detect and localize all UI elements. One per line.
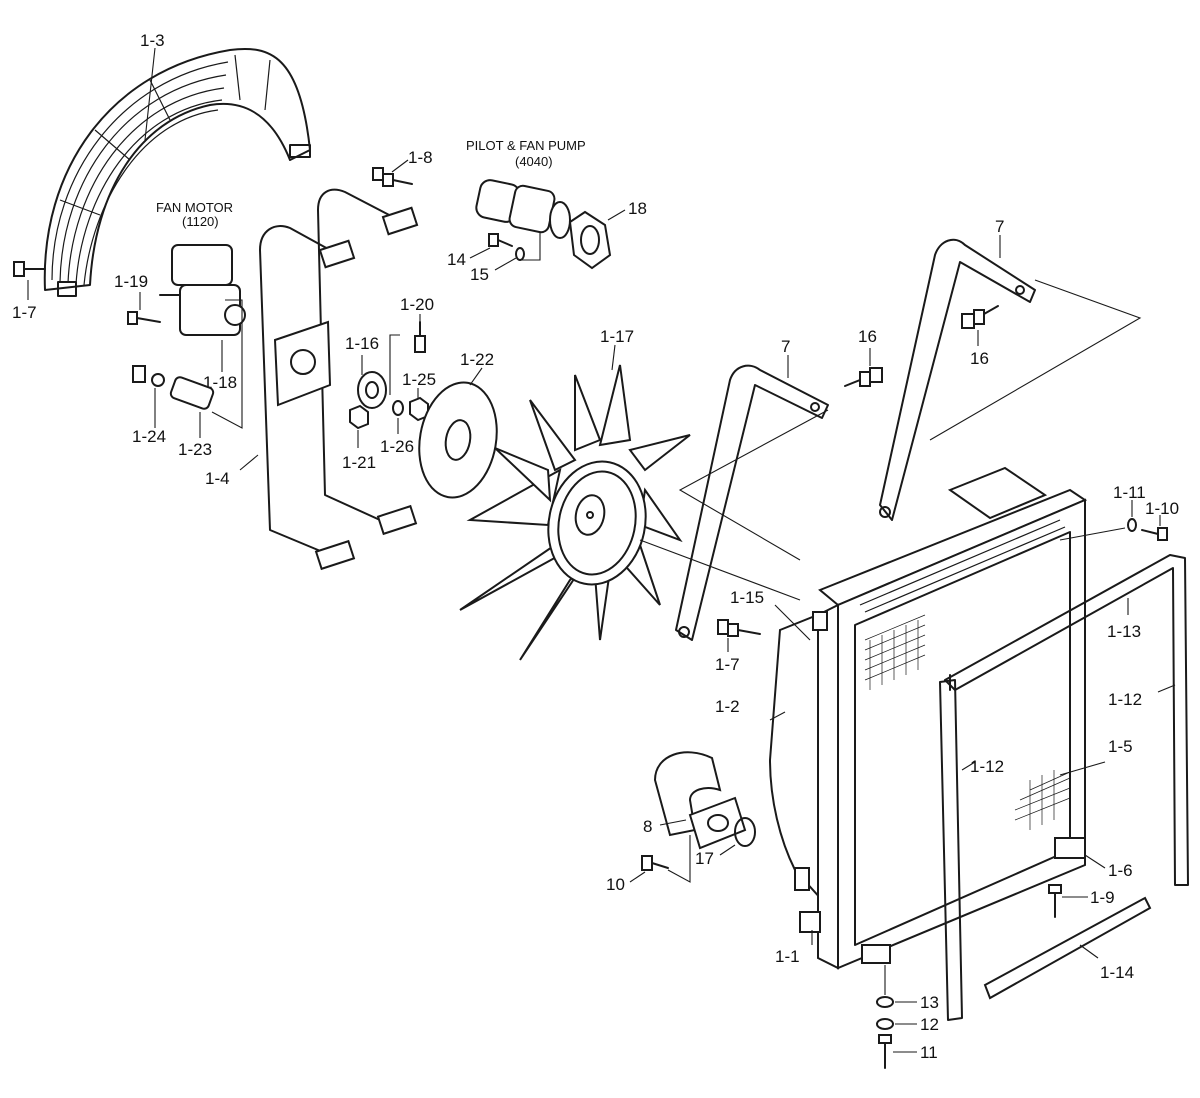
label-1-19: 1-19 [114, 272, 148, 291]
pipe-8 [653, 751, 747, 850]
label-1-1: 1-1 [775, 947, 800, 966]
bolt-1-8 [372, 167, 413, 187]
fitting-1-23 [169, 376, 215, 410]
label-14: 14 [447, 250, 466, 269]
label-1-25: 1-25 [402, 370, 436, 389]
label-1-6: 1-6 [1108, 861, 1133, 880]
label-7-lower: 7 [781, 337, 790, 356]
washer-1-11 [1127, 518, 1137, 532]
bolt-1-20 [414, 321, 426, 353]
motor-bracket-1-4 [259, 188, 419, 571]
label-16-upper: 16 [970, 349, 989, 368]
label-1-18-left: 1-18 [203, 373, 237, 392]
label-1-7-left: 1-7 [12, 303, 37, 322]
label-1-10: 1-10 [1145, 499, 1179, 518]
label-12: 12 [920, 1015, 939, 1034]
label-1-4: 1-4 [205, 469, 230, 488]
flange-plate-1-22 [418, 381, 498, 499]
screen-frame-right-1-12 [944, 554, 1189, 886]
pump-title: PILOT & FAN PUMP [466, 138, 586, 153]
pilot-fan-pump [475, 179, 571, 239]
fitting-1-24 [132, 365, 165, 387]
label-1-5: 1-5 [1108, 737, 1133, 756]
screen-frame-left-1-12 [939, 679, 963, 1021]
label-1-26: 1-26 [380, 437, 414, 456]
radiator-mesh-lower [1014, 770, 1071, 830]
label-15: 15 [470, 265, 489, 284]
stay-7-lower [675, 364, 829, 641]
label-10: 10 [606, 875, 625, 894]
bolt-14 [488, 233, 513, 247]
label-1-15: 1-15 [730, 588, 764, 607]
label-1-23: 1-23 [178, 440, 212, 459]
label-1-7-right: 1-7 [715, 655, 740, 674]
label-1-16: 1-16 [345, 334, 379, 353]
bolt-16-lower [844, 367, 883, 387]
label-1-9: 1-9 [1090, 888, 1115, 907]
stay-7-upper [879, 238, 1036, 521]
washer-13 [876, 996, 894, 1008]
washer-1-26 [392, 400, 404, 416]
o-ring-17 [734, 817, 756, 847]
label-17: 17 [695, 849, 714, 868]
bolt-1-9 [1048, 884, 1062, 918]
radiator-mesh-upper [864, 614, 926, 690]
label-8: 8 [643, 817, 652, 836]
label-1-11: 1-11 [1113, 483, 1146, 502]
label-1-24: 1-24 [132, 427, 166, 446]
label-1-21: 1-21 [342, 453, 376, 472]
fan-guard [43, 48, 311, 297]
label-16-lower: 16 [858, 327, 877, 346]
bolt-1-10 [1141, 527, 1168, 541]
fan-motor-title: FAN MOTOR [156, 200, 233, 215]
washer-15 [515, 247, 525, 261]
label-1-8: 1-8 [408, 148, 433, 167]
label-1-14: 1-14 [1100, 963, 1134, 982]
pump-code: (4040) [515, 154, 553, 169]
washer-12 [876, 1018, 894, 1030]
fan-motor-code: (1120) [182, 214, 219, 229]
nut-1-21 [349, 404, 369, 430]
label-1-22: 1-22 [460, 350, 494, 369]
label-7-upper: 7 [995, 217, 1004, 236]
label-1-17: 1-17 [600, 327, 634, 346]
bolt-1-19 [127, 311, 161, 325]
bolt-1-7-left [13, 261, 46, 277]
cooling-fan-1-17 [459, 364, 691, 661]
label-1-20: 1-20 [400, 295, 434, 314]
label-18: 18 [628, 199, 647, 218]
gasket-18 [568, 210, 612, 270]
bolt-11 [878, 1034, 892, 1069]
label-13: 13 [920, 993, 939, 1012]
hub-1-16 [357, 371, 387, 409]
seal-strip-1-14 [983, 896, 1152, 1000]
radiator-assembly-1-1 [768, 466, 1088, 970]
bolt-16-upper [961, 305, 999, 329]
bolt-1-7-right [717, 619, 761, 637]
label-1-3: 1-3 [140, 31, 165, 50]
fan-motor [159, 244, 246, 336]
label-11: 11 [920, 1043, 938, 1062]
label-1-2: 1-2 [715, 697, 740, 716]
label-1-12-left: 1-12 [970, 757, 1004, 776]
label-1-12-right: 1-12 [1108, 690, 1142, 709]
bolt-10 [641, 855, 669, 871]
label-1-13: 1-13 [1107, 622, 1141, 641]
